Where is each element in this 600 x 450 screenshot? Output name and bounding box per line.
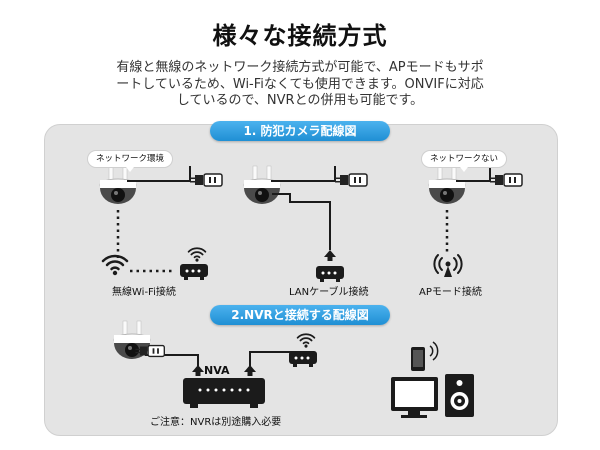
section1-heading: 1. 防犯カメラ配線図 [210,121,390,141]
label-ap-connection: APモード接続 [419,287,482,298]
nvr-note: ご注意：NVRは別途購入必要 [150,417,282,428]
description-line: 有線と無線のネットワーク接続方式が可能で、APモードもサポ [116,60,484,75]
power-plug-icon [489,173,523,187]
arrow-icon [244,365,256,376]
bubble-network-env: ネットワーク環境 [88,151,173,172]
power-plug-icon [189,173,223,187]
nvr-icon [183,378,265,408]
description-line: ートしているため、Wi-Fiなくても使用できます。ONVIFに対応 [116,76,484,92]
description: 有線と無線のネットワーク接続方式が可能で、APモードもサポ ートしているため、W… [50,60,550,110]
nvr-label: NVA [204,364,230,377]
router-icon [289,351,317,367]
description-line: しているので、NVRとの併用も可能です。 [176,93,424,108]
wifi-icon [101,254,129,277]
antenna-icon [433,254,463,277]
camera-icon [243,165,281,205]
bubble-no-network: ネットワークない [422,151,507,172]
arrow-icon [192,365,204,376]
power-plug-icon [334,173,368,187]
wifi-icon [187,247,207,263]
router-icon [316,266,344,282]
router-icon [180,264,208,280]
page-title: 様々な接続方式 [212,22,388,50]
phone-icon [411,341,439,371]
monitor-icon [391,377,438,418]
speaker-icon [445,374,474,417]
arrow-icon [324,250,336,261]
label-wifi-connection: 無線Wi-Fi接続 [112,287,176,298]
label-lan-connection: LANケーブル接続 [289,287,369,298]
section2-heading: 2.NVRと接続する配線図 [210,305,390,325]
wifi-icon [296,333,316,349]
